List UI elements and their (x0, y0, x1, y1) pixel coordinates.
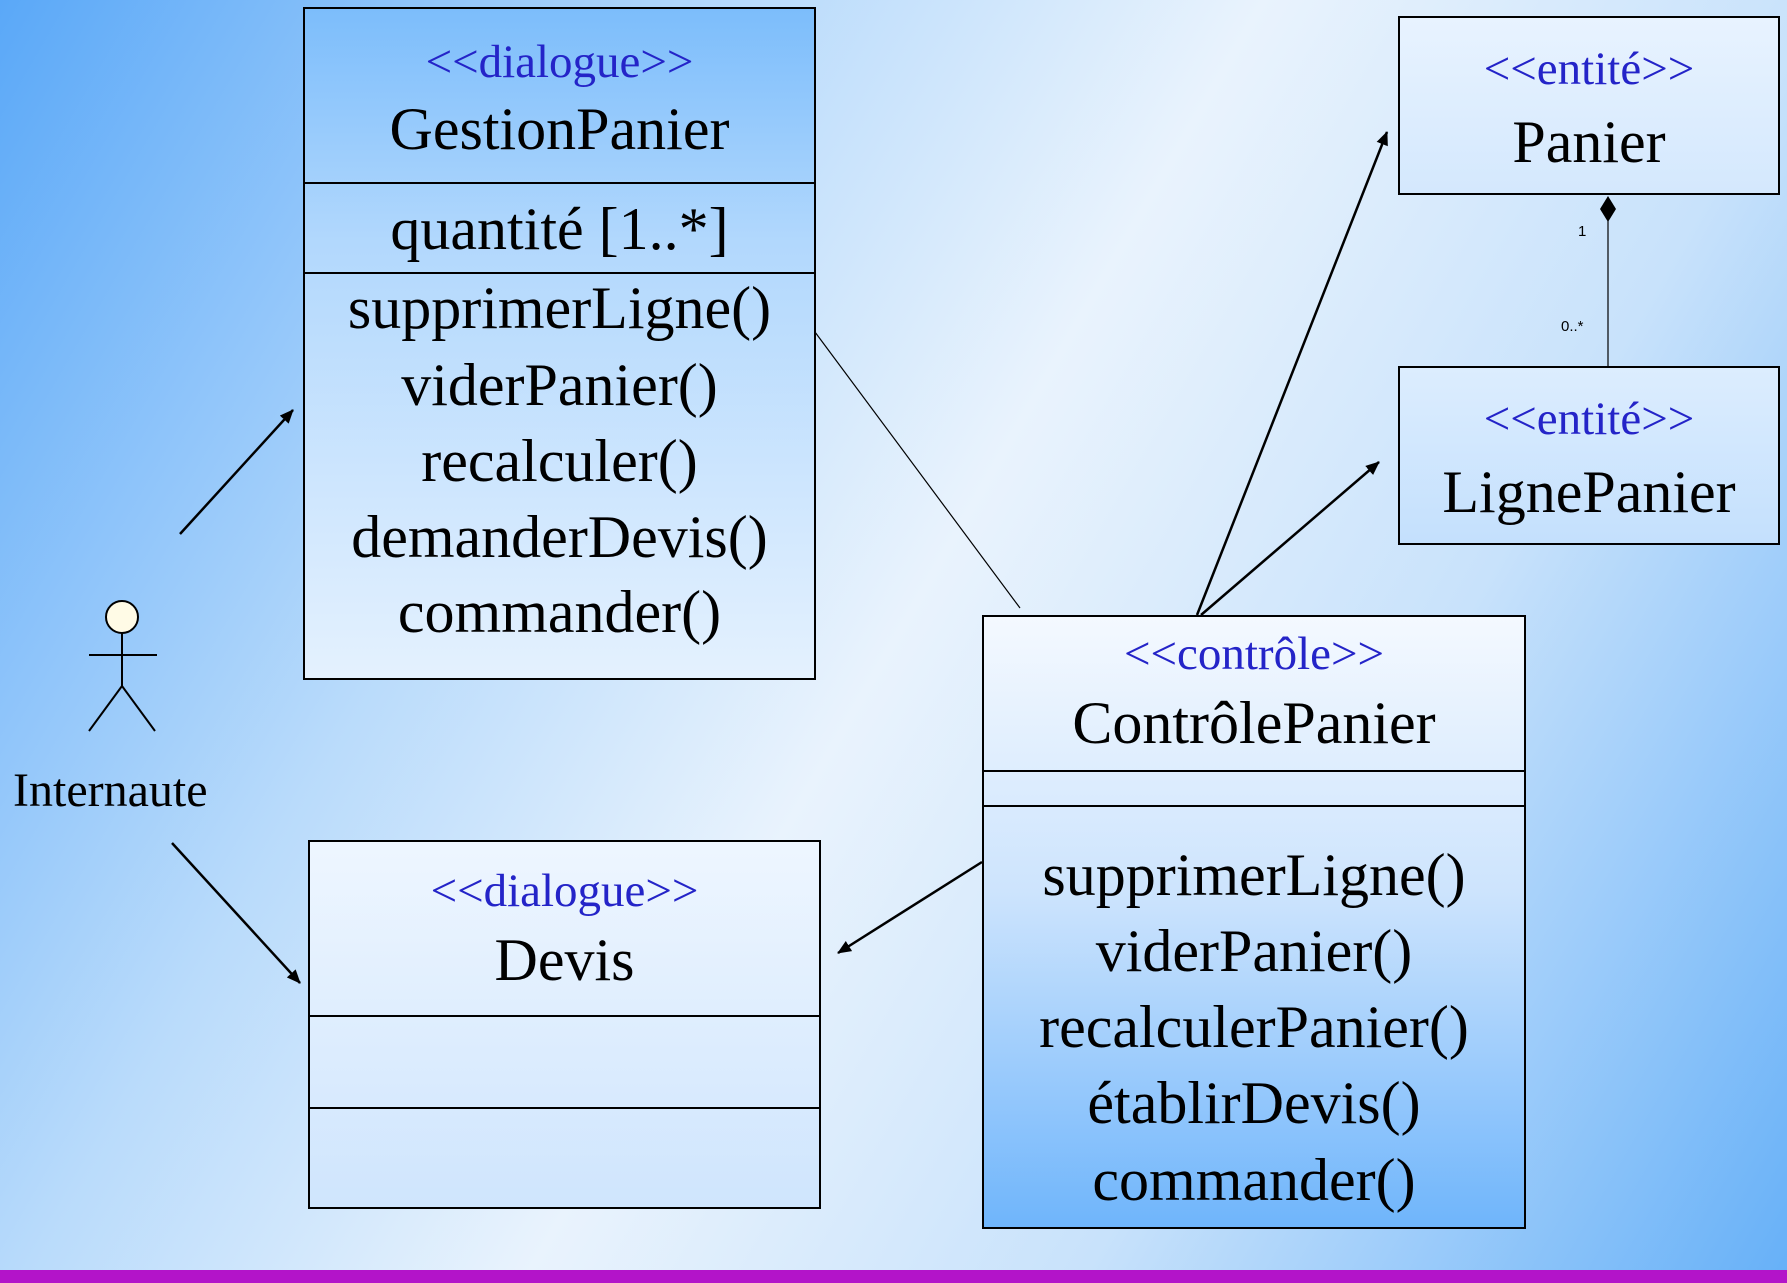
class-ligne-panier: <<entité>> LignePanier (1398, 366, 1780, 545)
gestion-panier-operations: supprimerLigne() viderPanier() recalcule… (305, 272, 814, 678)
class-panier: <<entité>> Panier (1398, 16, 1780, 195)
gestion-panier-operation: viderPanier() (401, 352, 718, 418)
devis-name: Devis (494, 927, 635, 993)
actor-figure (88, 600, 157, 732)
ligne-panier-stereotype: <<entité>> (1483, 393, 1695, 445)
gestion-panier-operation: recalculer() (421, 428, 698, 494)
panier-name: Panier (1512, 109, 1666, 175)
gestion-panier-operation: commander() (397, 579, 722, 645)
panier-stereotype: <<entité>> (1483, 43, 1695, 95)
gestion-panier-operation: demanderDevis() (351, 504, 768, 570)
actor-to-gestion-arrow (179, 409, 294, 535)
controle-panier-operation: établirDevis() (1087, 1070, 1421, 1136)
gestion-panier-attributes: quantité [1..*] (305, 182, 814, 274)
controle-to-panier-arrow (1195, 131, 1389, 616)
gestion-controle-link (811, 327, 1021, 609)
controle-panier-name: ContrôlePanier (1072, 690, 1436, 756)
controle-panier-operation: recalculerPanier() (1039, 994, 1469, 1060)
controle-panier-stereotype: <<contrôle>> (1123, 628, 1384, 680)
devis-operations (310, 1107, 819, 1207)
actor-label: Internaute (13, 764, 208, 817)
controle-panier-attributes (984, 770, 1524, 807)
class-gestion-panier: <<dialogue>> GestionPanier quantité [1..… (303, 7, 816, 680)
controle-panier-operation: viderPanier() (1095, 918, 1413, 984)
controle-to-devis-arrow (837, 860, 983, 955)
class-controle-panier: <<contrôle>> ContrôlePanier supprimerLig… (982, 615, 1526, 1229)
devis-attributes (310, 1015, 819, 1109)
composition-multiplicity-panier: 1 (1578, 223, 1587, 240)
controle-panier-operation: supprimerLigne() (1042, 842, 1466, 908)
class-devis: <<dialogue>> Devis (308, 840, 821, 1209)
composition-diamond (1600, 196, 1616, 222)
controle-panier-operations: supprimerLigne() viderPanier() recalcule… (984, 805, 1524, 1227)
gestion-panier-stereotype: <<dialogue>> (425, 36, 694, 88)
actor-to-devis-arrow (171, 842, 301, 984)
devis-stereotype: <<dialogue>> (430, 865, 699, 917)
gestion-panier-name: GestionPanier (389, 96, 730, 162)
composition-multiplicity-ligne: 0..* (1561, 318, 1584, 335)
gestion-panier-operation: supprimerLigne() (347, 275, 772, 341)
controle-to-lignepanier-arrow (1200, 461, 1380, 616)
gestion-panier-attribute: quantité [1..*] (390, 196, 729, 262)
ligne-panier-name: LignePanier (1442, 459, 1736, 525)
controle-panier-operation: commander() (1092, 1147, 1416, 1213)
bottom-accent-bar (0, 1270, 1787, 1283)
